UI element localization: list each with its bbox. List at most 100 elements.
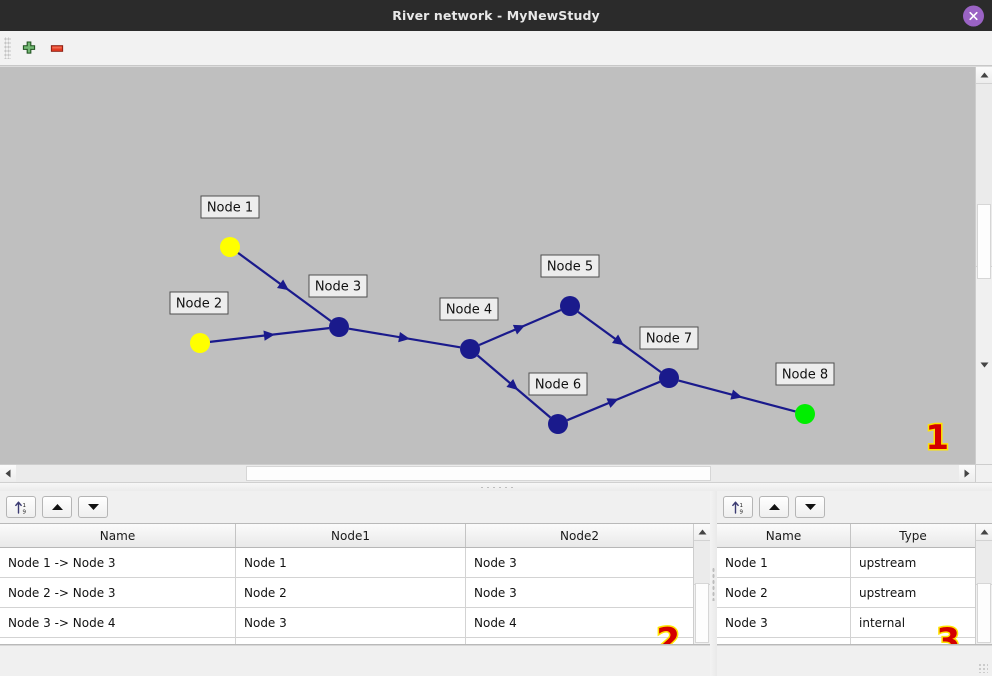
canvas-hscroll-track[interactable] <box>16 465 959 482</box>
canvas-vscroll-track[interactable] <box>976 84 992 279</box>
table-cell[interactable]: internal <box>850 637 975 644</box>
canvas-vertical-scrollbar[interactable] <box>975 67 992 464</box>
nodes-scroll-track[interactable] <box>976 541 992 643</box>
toolbar-drag-handle[interactable] <box>4 37 11 59</box>
node-label[interactable]: Node 3 <box>308 274 368 298</box>
bottom-panes: 1 9 Name Node1 Node2 <box>0 491 992 676</box>
vertical-splitter[interactable] <box>710 491 717 676</box>
table-cell[interactable]: Node 3 <box>235 607 466 638</box>
nodes-move-down-button[interactable] <box>795 496 825 518</box>
main-toolbar <box>0 31 992 66</box>
svg-text:1: 1 <box>739 503 743 509</box>
horizontal-splitter[interactable] <box>0 482 992 491</box>
links-move-down-button[interactable] <box>78 496 108 518</box>
graph-node[interactable] <box>460 339 480 359</box>
graph-node[interactable] <box>659 368 679 388</box>
window-resize-grip[interactable] <box>978 663 988 673</box>
links-scroll-up-button[interactable] <box>694 524 710 541</box>
triangle-up-icon <box>980 72 988 78</box>
table-cell[interactable]: Node 1 -> Node 3 <box>0 547 236 578</box>
canvas-hscroll-thumb[interactable] <box>246 466 711 481</box>
table-cell[interactable]: Node 4 <box>717 637 851 644</box>
nodes-scroll-thumb[interactable] <box>977 583 991 643</box>
nodes-sort-button[interactable]: 1 9 <box>723 496 753 518</box>
scroll-right-button[interactable] <box>959 465 975 482</box>
table-cell[interactable]: Node 4 <box>465 607 693 638</box>
node-label[interactable]: Node 8 <box>775 362 835 386</box>
table-cell[interactable]: upstream <box>850 577 975 608</box>
vsplitter-grip-icon <box>712 566 715 601</box>
nodes-col-type[interactable]: Type <box>850 524 975 548</box>
graph-node[interactable] <box>795 404 815 424</box>
links-col-name[interactable]: Name <box>0 524 236 548</box>
links-col-node1[interactable]: Node1 <box>235 524 466 548</box>
links-move-up-button[interactable] <box>42 496 72 518</box>
arrow-down-icon <box>87 504 99 510</box>
node-label[interactable]: Node 7 <box>639 326 699 350</box>
plus-icon <box>22 40 36 54</box>
graph-node[interactable] <box>560 296 580 316</box>
table-cell[interactable]: Node 1 <box>235 547 466 578</box>
sort-az-icon: 1 9 <box>731 501 743 515</box>
canvas-horizontal-scrollbar[interactable] <box>0 464 992 482</box>
links-scroll-track[interactable] <box>694 541 710 643</box>
add-node-button[interactable] <box>15 35 43 61</box>
scroll-down-button[interactable] <box>976 265 992 464</box>
table-cell[interactable]: Node 1 <box>717 547 851 578</box>
node-label[interactable]: Node 6 <box>528 372 588 396</box>
table-cell[interactable]: Node 5 <box>465 637 693 644</box>
links-sort-button[interactable]: 1 9 <box>6 496 36 518</box>
graph-node[interactable] <box>190 333 210 353</box>
node-label[interactable]: Node 5 <box>540 254 600 278</box>
graph-node[interactable] <box>329 317 349 337</box>
table-cell[interactable]: Node 3 <box>465 547 693 578</box>
graph-node[interactable] <box>548 414 568 434</box>
nodes-table-scrollbar[interactable] <box>975 524 992 644</box>
table-cell[interactable]: Node 4 <box>235 637 466 644</box>
links-scroll-thumb[interactable] <box>695 583 709 643</box>
graph-node[interactable] <box>220 237 240 257</box>
node-label[interactable]: Node 1 <box>200 195 260 219</box>
table-cell[interactable]: upstream <box>850 547 975 578</box>
table-row[interactable]: Node 4internal <box>717 637 975 644</box>
nodes-scroll-up-button[interactable] <box>976 524 992 541</box>
links-table-scrollbar[interactable] <box>693 524 710 644</box>
annotation-1: 1 <box>924 418 951 458</box>
node-label[interactable]: Node 2 <box>169 291 229 315</box>
nodes-statusbar <box>717 645 992 676</box>
close-icon <box>969 11 978 20</box>
sort-az-icon: 1 9 <box>14 501 26 515</box>
scroll-left-button[interactable] <box>0 465 16 482</box>
table-cell[interactable]: Node 3 <box>717 607 851 638</box>
graph-canvas[interactable]: Node 1 Node 2 Node 3 Node 4 Node 5 Node 6 Node… <box>0 67 975 464</box>
node-label[interactable]: Node 4 <box>439 297 499 321</box>
edge-arrow-icon <box>512 324 526 335</box>
canvas-vscroll-thumb[interactable] <box>977 204 991 279</box>
table-cell[interactable]: Node 4 -> Node 5 <box>0 637 236 644</box>
links-col-node2[interactable]: Node2 <box>465 524 693 548</box>
remove-node-button[interactable] <box>43 35 71 61</box>
table-cell[interactable]: Node 3 <box>465 577 693 608</box>
edge-arrow-icon <box>276 279 289 291</box>
triangle-right-icon <box>964 469 970 478</box>
table-cell[interactable]: Node 2 <box>717 577 851 608</box>
scroll-up-button[interactable] <box>976 67 992 84</box>
table-cell[interactable]: Node 2 -> Node 3 <box>0 577 236 608</box>
table-cell[interactable]: Node 2 <box>235 577 466 608</box>
table-cell[interactable]: Node 3 -> Node 4 <box>0 607 236 638</box>
table-cell[interactable]: internal <box>850 607 975 638</box>
nodes-move-up-button[interactable] <box>759 496 789 518</box>
nodes-col-name[interactable]: Name <box>717 524 851 548</box>
close-button[interactable] <box>963 5 984 26</box>
